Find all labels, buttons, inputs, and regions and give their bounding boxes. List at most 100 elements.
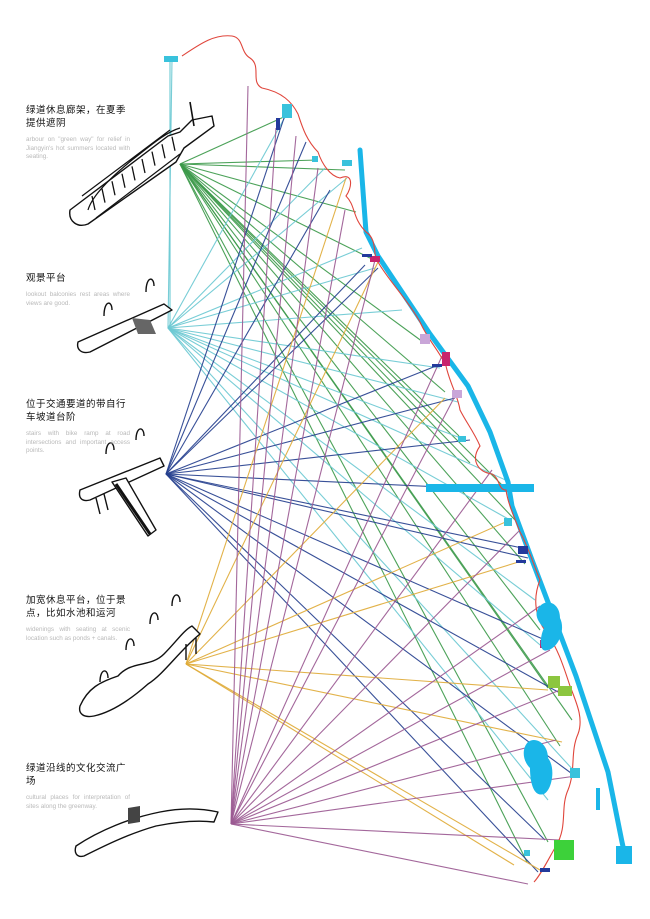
- lookout-description: lookout balconies rest areas where views…: [26, 291, 130, 307]
- widening-connection-line: [185, 397, 446, 665]
- map-node-7-marker: [452, 390, 462, 398]
- lookout-line-group: [167, 59, 576, 801]
- arbour-connection-line: [179, 163, 526, 565]
- arbour-connection-line: [179, 163, 561, 747]
- widening-lamps: [99, 594, 181, 683]
- lookout-balcony: [132, 318, 156, 334]
- arbour-connection-line: [179, 115, 287, 165]
- widening-platform-icon: [78, 594, 201, 718]
- map-node-15-marker: [540, 868, 550, 872]
- map-node-5-marker: [420, 334, 430, 344]
- arbour-connection-line: [179, 163, 424, 343]
- cultural-connection-line: [230, 259, 376, 825]
- map-node-6-bar-marker: [432, 364, 442, 367]
- arbour-post: [151, 151, 156, 166]
- lookout-connection-line: [167, 267, 376, 329]
- arbour-post: [91, 195, 96, 211]
- stairs-connection-line: [165, 141, 307, 475]
- cultural-description: cultural places for interpretation of si…: [26, 794, 130, 810]
- stairs-lamps: [105, 428, 145, 455]
- stairs-connection-line: [165, 473, 546, 841]
- cultural-connection-line: [230, 167, 319, 825]
- stairs-legs: [95, 493, 109, 515]
- lookout-connection-line: [167, 327, 441, 369]
- pond-2: [523, 739, 553, 795]
- widening-deck: [78, 625, 201, 718]
- map-node-1-bar-marker: [276, 118, 280, 130]
- arbour-post: [101, 188, 106, 203]
- stairs-connection-line: [165, 397, 456, 475]
- widening-connection-line: [185, 261, 379, 665]
- label-cultural: 绿道沿线的文化交流广场 cultural places for interpre…: [26, 762, 130, 811]
- arbour-post: [141, 158, 146, 174]
- arbour-post: [171, 136, 176, 151]
- arbour-connection-line: [179, 159, 319, 165]
- lookout-connection-line: [167, 309, 403, 329]
- cultural-line-group: [230, 85, 577, 885]
- arbour-connection-line: [179, 163, 573, 721]
- stairs-connection-line: [165, 264, 366, 475]
- cultural-connection-line: [230, 529, 521, 825]
- cultural-connection-line: [230, 355, 443, 825]
- map-node-14-marker: [554, 840, 574, 860]
- canal-end-block: [616, 846, 632, 864]
- stairs-connection-line: [165, 439, 471, 475]
- arbour-connection-line: [179, 163, 357, 213]
- arbour-connection-line: [179, 163, 516, 521]
- map-node-8-marker: [458, 436, 466, 442]
- arbour-description: arbour on "green way" for relief in Jian…: [26, 136, 130, 161]
- stairs-connection-line: [165, 473, 529, 559]
- arbour-deck: [69, 115, 215, 226]
- stairs-connection-line: [165, 473, 539, 873]
- site-map: [164, 35, 632, 883]
- widening-connection-line: [185, 663, 515, 866]
- cultural-connection-line: [230, 469, 493, 825]
- cultural-connection-line: [230, 775, 577, 825]
- canal-cross-channel: [426, 484, 534, 492]
- cultural-connection-line: [230, 739, 557, 825]
- widening-description: widenings with seating at scenic locatio…: [26, 626, 130, 642]
- arbour-post: [131, 166, 136, 181]
- lookout-connection-line: [167, 177, 348, 329]
- stairs-connection-line: [165, 365, 437, 475]
- map-node-13-marker: [570, 768, 580, 778]
- arbour-connection-line: [179, 163, 549, 843]
- lookout-balcony-icon: [76, 278, 173, 354]
- cultural-connection-line: [230, 85, 249, 825]
- lookout-connection-line: [167, 167, 326, 329]
- map-node-4-bar-marker: [362, 254, 372, 257]
- widening-title: 加宽休息平台，位于景点，比如水池和运河: [26, 595, 127, 619]
- cultural-connection-line: [230, 605, 541, 825]
- map-node-2-marker: [312, 156, 318, 162]
- stairs-ramp-stripe: [114, 483, 152, 535]
- cultural-connection-line: [230, 127, 277, 825]
- label-lookout: 观景平台 lookout balconies rest areas where …: [26, 272, 130, 308]
- stairs-connection-line: [165, 473, 559, 693]
- widening-connection-line: [185, 177, 347, 665]
- map-node-12b-marker: [558, 686, 572, 696]
- lookout-connection-line: [167, 327, 536, 601]
- map-node-9-marker: [504, 518, 512, 526]
- cultural-deck: [74, 808, 219, 858]
- label-stairs: 位于交通要道的带自行车坡道台阶 stairs with bike ramp at…: [26, 398, 130, 456]
- map-node-16-marker: [524, 850, 530, 856]
- map-node-10-bar-marker: [516, 560, 526, 563]
- arbour-post: [121, 173, 126, 188]
- lookout-connection-line: [167, 327, 576, 773]
- stairs-connection-line: [165, 189, 331, 475]
- widening-connection-line: [185, 519, 511, 665]
- lookout-connection-line: [167, 327, 459, 403]
- cultural-plaza-icon: [74, 806, 219, 858]
- lookout-connection-line: [167, 247, 363, 329]
- arbour-lamp: [189, 101, 195, 127]
- widening-line-group: [185, 177, 563, 871]
- stairs-connection-line: [165, 473, 546, 641]
- arbour-icon: [69, 101, 215, 226]
- cultural-connection-line: [230, 823, 529, 885]
- arbour-connection-line: [179, 163, 471, 464]
- widening-connection-line: [185, 663, 563, 743]
- cultural-kiosk: [128, 806, 140, 824]
- lookout-title: 观景平台: [26, 273, 67, 284]
- map-node-12-marker: [548, 676, 560, 688]
- cultural-connection-line: [230, 689, 561, 825]
